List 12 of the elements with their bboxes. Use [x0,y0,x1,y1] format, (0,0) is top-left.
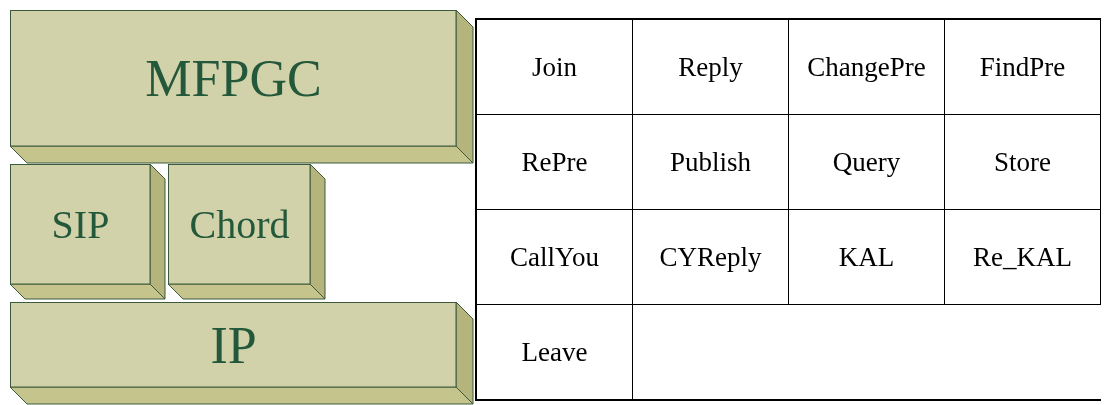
table-cell: RePre [476,114,633,210]
table-cell: KAL [788,209,945,305]
table-cell: Re_KAL [944,209,1101,305]
table-cell: CallYou [476,209,633,305]
table-cell: Publish [632,114,789,210]
table-cell: Query [788,114,945,210]
table-cell: Reply [632,19,789,115]
table-cell: ChangePre [788,19,945,115]
table-cell: FindPre [944,19,1101,115]
table-cell: Store [944,114,1101,210]
table-cell: CYReply [632,209,789,305]
table-cell: Join [476,19,633,115]
